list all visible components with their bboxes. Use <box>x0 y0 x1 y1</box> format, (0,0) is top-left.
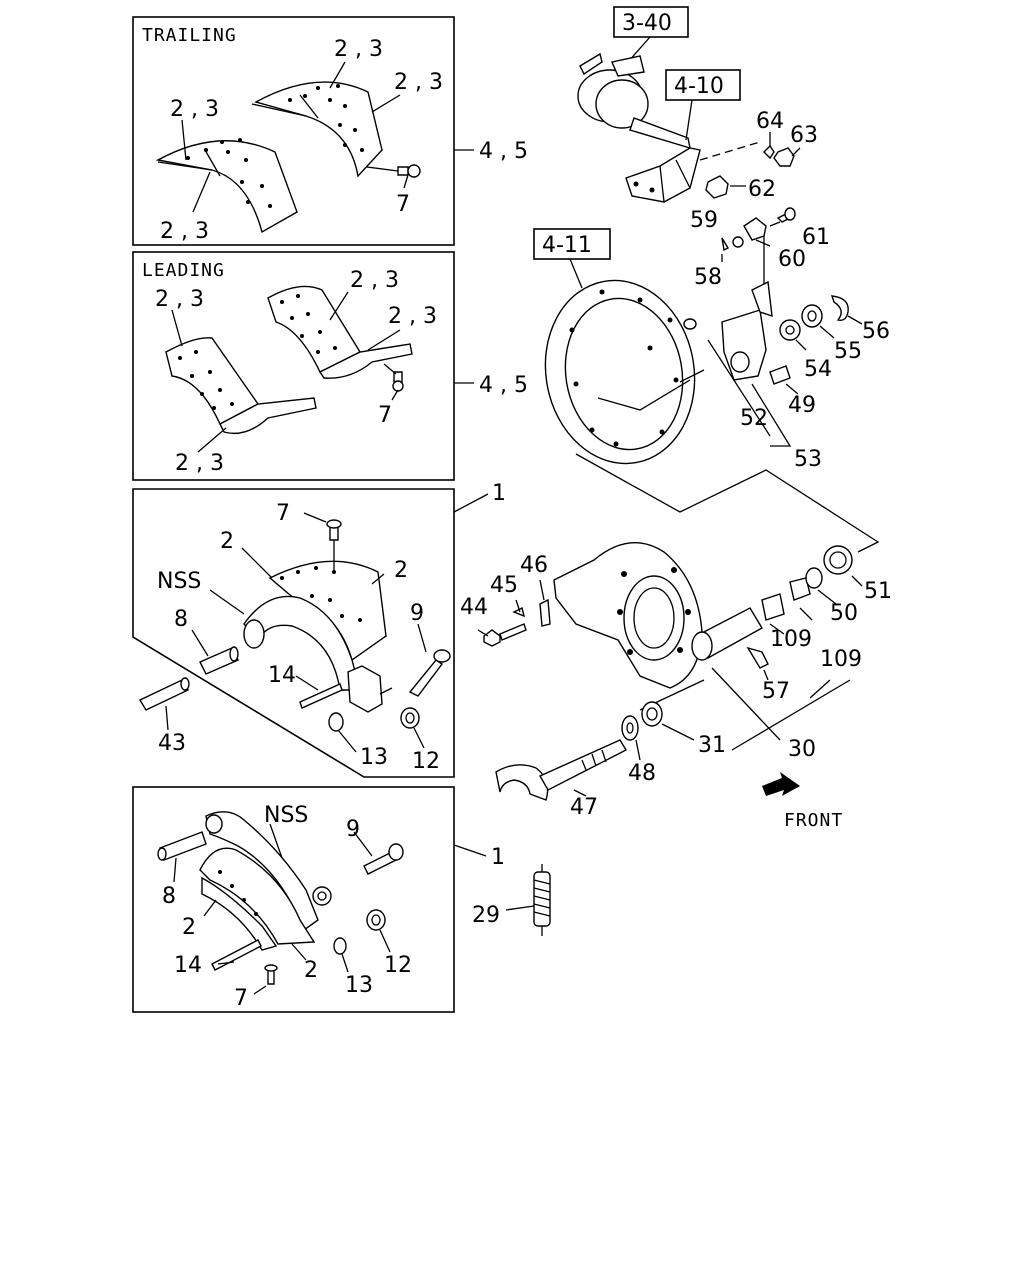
label-nss: NSS <box>157 569 201 594</box>
label-13: 13 <box>345 973 373 998</box>
label-2-3: 2 , 3 <box>160 219 209 244</box>
brake-spider-group: 44 45 46 57 109 109 50 51 30 <box>460 542 892 762</box>
label-7: 7 <box>396 192 410 217</box>
ref-3-40: 3-40 <box>622 11 672 36</box>
label-7: 7 <box>234 986 248 1011</box>
nss-shoe-panel-top: 7 2 2 NSS 8 9 14 13 12 <box>132 488 455 778</box>
brake-lining-front <box>155 138 298 234</box>
label-46: 46 <box>520 553 548 578</box>
callout-nss-top: 1 <box>492 481 506 506</box>
label-48: 48 <box>628 761 656 786</box>
return-spring-29: 29 <box>472 864 551 936</box>
label-2: 2 <box>394 558 408 583</box>
label-14: 14 <box>268 663 296 688</box>
leading-panel: LEADING 2 , 3 2 , 3 2 , 3 2 , <box>132 251 455 481</box>
front-direction-indicator: FRONT <box>762 772 843 831</box>
label-29: 29 <box>472 903 500 928</box>
label-51: 51 <box>864 579 892 604</box>
callout-leading: 4 , 5 <box>479 373 528 398</box>
label-61: 61 <box>802 225 830 250</box>
label-54: 54 <box>804 357 832 382</box>
dust-shield-group: 4-11 52 53 49 54 55 56 <box>533 228 890 472</box>
label-45: 45 <box>490 573 518 598</box>
label-56: 56 <box>862 319 890 344</box>
label-53: 53 <box>794 447 822 472</box>
hardware-62-64: 64 63 62 <box>705 109 818 202</box>
label-2: 2 <box>304 958 318 983</box>
label-2: 2 <box>220 529 234 554</box>
rivet-7-leading <box>383 363 404 392</box>
label-109: 109 <box>820 647 862 672</box>
label-109: 109 <box>770 627 812 652</box>
label-64: 64 <box>756 109 784 134</box>
label-9: 9 <box>410 601 424 626</box>
label-14: 14 <box>174 953 202 978</box>
label-52: 52 <box>740 406 768 431</box>
label-7: 7 <box>378 403 392 428</box>
nss-shoe-panel-bottom: NSS 9 8 2 2 14 12 13 7 <box>132 786 455 1013</box>
label-63: 63 <box>790 123 818 148</box>
label-57: 57 <box>762 679 790 704</box>
camshaft-47: 47 48 31 <box>495 701 726 820</box>
label-12: 12 <box>384 953 412 978</box>
trailing-panel: TRAILING 2 , 3 2 , <box>132 16 455 246</box>
anchor-pin-43: 43 <box>139 677 190 756</box>
label-2-3: 2 , 3 <box>175 451 224 476</box>
label-58: 58 <box>694 265 722 290</box>
brake-lining-front <box>165 337 317 435</box>
label-50: 50 <box>830 601 858 626</box>
label-47: 47 <box>570 795 598 820</box>
label-nss: NSS <box>264 803 308 828</box>
rivet-7-trailing <box>366 164 421 178</box>
brake-chamber-group: 3-40 4-10 <box>577 6 761 203</box>
label-8: 8 <box>174 607 188 632</box>
front-arrow-icon <box>762 772 800 796</box>
label-2-3: 2 , 3 <box>388 304 437 329</box>
brake-shoe-nss <box>243 560 387 713</box>
label-55: 55 <box>834 339 862 364</box>
ref-4-10: 4-10 <box>674 74 724 99</box>
label-8: 8 <box>162 884 176 909</box>
label-59: 59 <box>690 208 718 233</box>
label-30: 30 <box>788 737 816 762</box>
label-2-3: 2 , 3 <box>350 268 399 293</box>
leading-title: LEADING <box>142 260 225 281</box>
brake-lining-back <box>267 285 413 379</box>
label-2-3: 2 , 3 <box>394 70 443 95</box>
ref-4-11: 4-11 <box>542 233 592 258</box>
label-43: 43 <box>158 731 186 756</box>
front-label: FRONT <box>784 810 843 831</box>
trailing-title: TRAILING <box>142 25 237 46</box>
label-2-3: 2 , 3 <box>334 37 383 62</box>
label-2-3: 2 , 3 <box>155 287 204 312</box>
label-13: 13 <box>360 745 388 770</box>
brake-lining-back <box>251 81 383 178</box>
label-62: 62 <box>748 177 776 202</box>
label-60: 60 <box>778 247 806 272</box>
label-2: 2 <box>182 915 196 940</box>
label-12: 12 <box>412 749 440 774</box>
brake-shoe-nss <box>199 811 332 951</box>
callout-nss-bottom: 1 <box>491 845 505 870</box>
label-7: 7 <box>276 501 290 526</box>
label-31: 31 <box>698 733 726 758</box>
hardware-58-61: 59 58 60 61 <box>690 207 830 290</box>
label-9: 9 <box>346 817 360 842</box>
callout-trailing: 4 , 5 <box>479 139 528 164</box>
label-44: 44 <box>460 595 488 620</box>
label-49: 49 <box>788 393 816 418</box>
label-2-3: 2 , 3 <box>170 97 219 122</box>
